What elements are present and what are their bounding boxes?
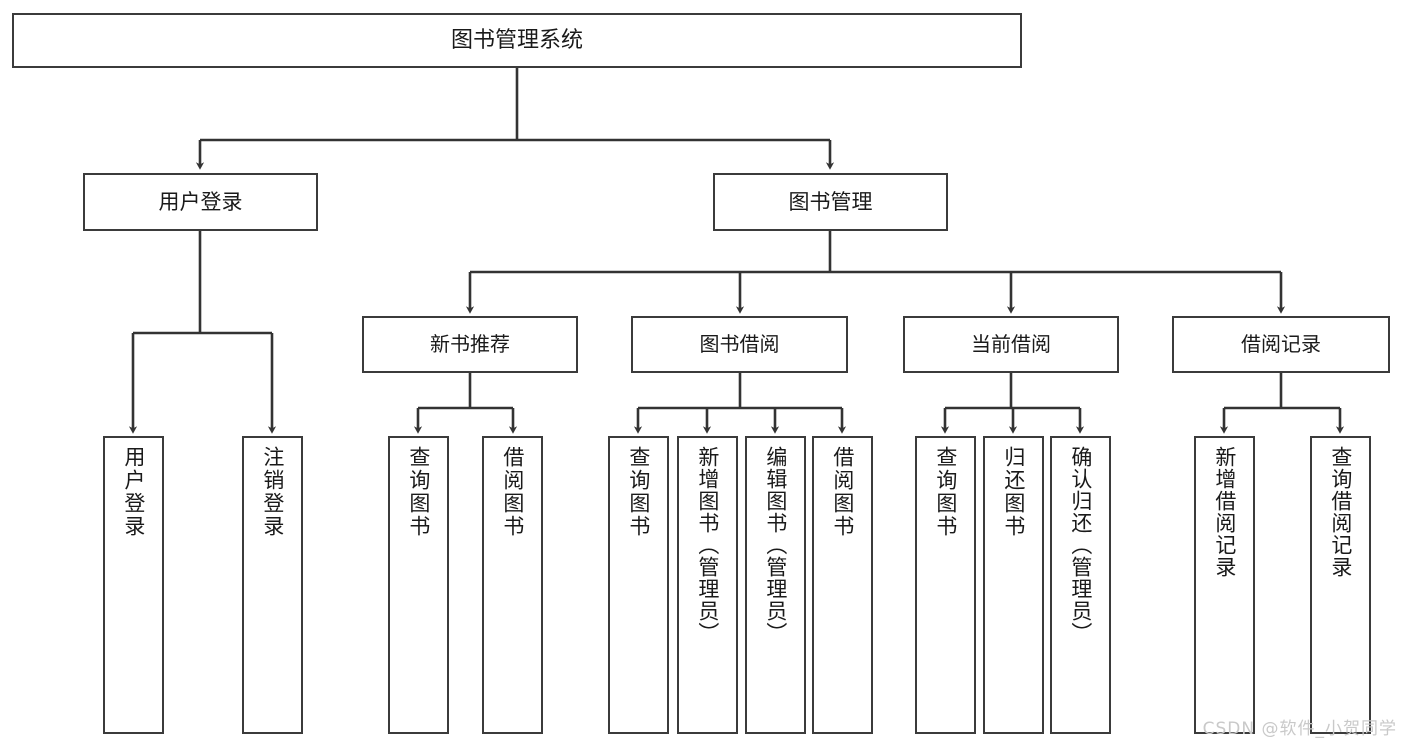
leaf-record-add-record[interactable]: 新增借阅记录 bbox=[1194, 436, 1255, 734]
node-label: 新增借阅记录 bbox=[1212, 446, 1237, 578]
node-label: 归还图书 bbox=[1001, 446, 1026, 538]
leaf-current-return-book[interactable]: 归还图书 bbox=[983, 436, 1044, 734]
node-label: 借阅图书 bbox=[830, 446, 855, 538]
node-label: 查询图书 bbox=[626, 446, 651, 538]
node-label: 新增图书（管理员） bbox=[695, 446, 720, 644]
leaf-borrow-add-book-admin[interactable]: 新增图书（管理员） bbox=[677, 436, 738, 734]
leaf-user-logout[interactable]: 注销登录 bbox=[242, 436, 303, 734]
node-label: 图书管理 bbox=[788, 189, 873, 214]
node-label: 当前借阅 bbox=[971, 331, 1051, 356]
node-label: 新书推荐 bbox=[430, 331, 510, 356]
leaf-borrow-edit-book-admin[interactable]: 编辑图书（管理员） bbox=[745, 436, 806, 734]
leaf-recommend-query-book[interactable]: 查询图书 bbox=[388, 436, 449, 734]
node-label: 用户登录 bbox=[158, 189, 243, 214]
leaf-current-query-book[interactable]: 查询图书 bbox=[915, 436, 976, 734]
node-book-borrow[interactable]: 图书借阅 bbox=[631, 316, 848, 373]
leaf-record-query-record[interactable]: 查询借阅记录 bbox=[1310, 436, 1371, 734]
node-borrow-record[interactable]: 借阅记录 bbox=[1172, 316, 1390, 373]
node-root-system[interactable]: 图书管理系统 bbox=[12, 13, 1022, 68]
node-label: 借阅图书 bbox=[500, 446, 525, 538]
node-label: 图书借阅 bbox=[699, 331, 780, 356]
node-label: 查询图书 bbox=[933, 446, 958, 538]
node-label: 用户登录 bbox=[121, 446, 146, 538]
leaf-borrow-borrow-book[interactable]: 借阅图书 bbox=[812, 436, 873, 734]
node-label: 确认归还（管理员） bbox=[1068, 446, 1093, 644]
node-current-borrow[interactable]: 当前借阅 bbox=[903, 316, 1119, 373]
node-label: 注销登录 bbox=[260, 446, 285, 538]
node-label: 借阅记录 bbox=[1241, 331, 1321, 356]
leaf-borrow-query-book[interactable]: 查询图书 bbox=[608, 436, 669, 734]
node-user-login[interactable]: 用户登录 bbox=[83, 173, 318, 231]
leaf-recommend-borrow-book[interactable]: 借阅图书 bbox=[482, 436, 543, 734]
node-book-management[interactable]: 图书管理 bbox=[713, 173, 948, 231]
node-label: 图书管理系统 bbox=[450, 27, 583, 53]
leaf-user-login[interactable]: 用户登录 bbox=[103, 436, 164, 734]
node-new-book-recommend[interactable]: 新书推荐 bbox=[362, 316, 578, 373]
leaf-current-confirm-return-admin[interactable]: 确认归还（管理员） bbox=[1050, 436, 1111, 734]
csdn-watermark: CSDN @软件_小贺同学 bbox=[1202, 719, 1397, 739]
node-label: 编辑图书（管理员） bbox=[763, 446, 788, 644]
node-label: 查询图书 bbox=[406, 446, 431, 538]
node-label: 查询借阅记录 bbox=[1328, 446, 1353, 578]
